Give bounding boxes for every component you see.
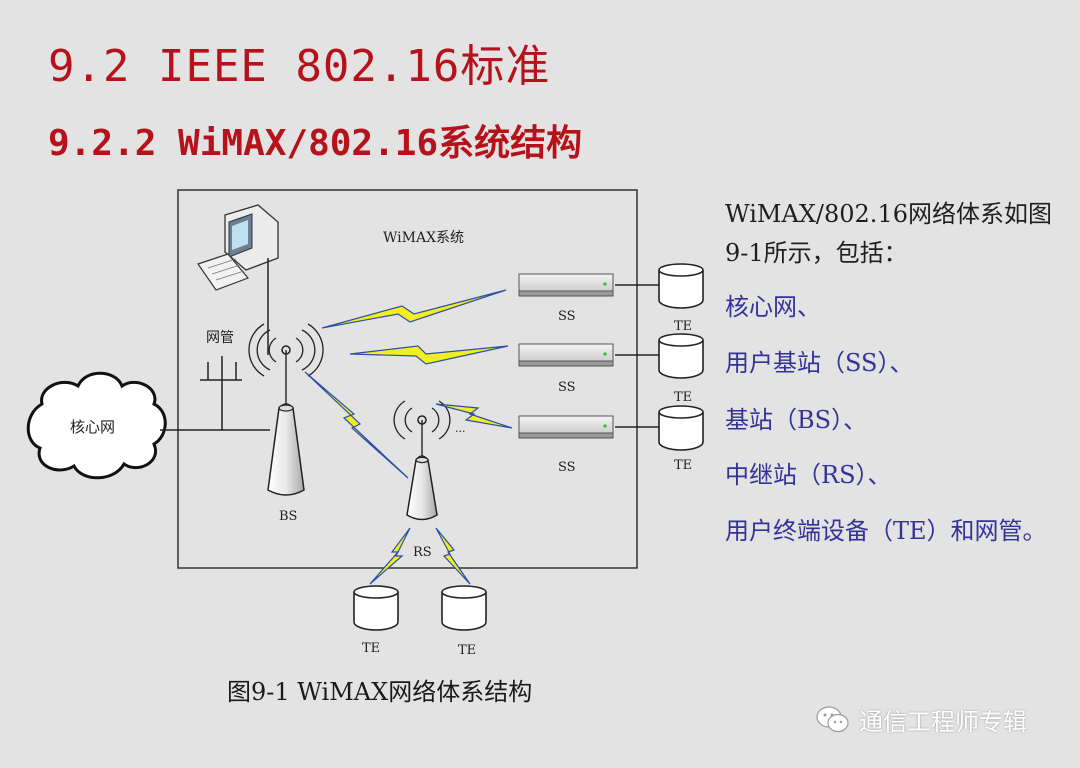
ss-label: SS xyxy=(558,309,576,324)
te-device-icon xyxy=(658,333,704,379)
te-device-icon xyxy=(441,585,487,631)
wireless-link-bs-ss2 xyxy=(349,345,509,365)
wechat-icon xyxy=(816,705,849,732)
ss-device-icon xyxy=(518,343,614,367)
watermark-text: 通信工程师专辑 xyxy=(859,708,1027,736)
core-network-label: 核心网 xyxy=(70,418,115,436)
ellipsis-label: ... xyxy=(455,422,466,435)
figure-caption: 图9-1 WiMAX网络体系结构 xyxy=(227,678,533,706)
te-label: TE xyxy=(362,641,380,656)
ss-device-icon xyxy=(518,273,614,297)
core-network-cloud: 核心网 xyxy=(26,371,167,480)
ss-label: SS xyxy=(558,380,576,395)
section-title: 9.2.2 WiMAX/802.16系统结构 xyxy=(48,123,583,164)
computer-icon xyxy=(197,204,279,291)
ss-label: SS xyxy=(558,460,576,475)
te-device-icon xyxy=(658,263,704,309)
component-item-core: 核心网、 xyxy=(725,293,821,321)
te-device-icon xyxy=(353,585,399,631)
ss-device-icon xyxy=(518,415,614,439)
network-mgmt-bus xyxy=(200,356,242,430)
component-item-bs: 基站（BS）、 xyxy=(725,406,868,434)
wireless-link-bs-ss1 xyxy=(321,289,507,329)
bs-tower-icon xyxy=(248,323,324,496)
wireless-link-rs-te1 xyxy=(369,527,411,585)
te-label: TE xyxy=(674,319,692,334)
component-item-rs: 中继站（RS）、 xyxy=(725,461,892,489)
te-label: TE xyxy=(458,643,476,658)
te-label: TE xyxy=(674,458,692,473)
bs-label: BS xyxy=(279,509,297,524)
network-mgmt-label: 网管 xyxy=(206,330,234,346)
component-item-ss: 用户基站（SS）、 xyxy=(725,349,914,377)
watermark: 通信工程师专辑 xyxy=(815,702,1027,737)
page-title: 9.2 IEEE 802.16标准 xyxy=(48,41,551,92)
wireless-link-rs-te2 xyxy=(435,527,471,585)
te-device-icon xyxy=(658,405,704,451)
description-intro: WiMAX/802.16网络体系如图9-1所示，包括： xyxy=(725,200,1052,267)
component-item-te-mgmt: 用户终端设备（TE）和网管。 xyxy=(725,517,1047,545)
rs-tower-icon xyxy=(393,400,451,521)
wireless-link-rs-ss3 xyxy=(435,403,513,429)
wimax-system-label: WiMAX系统 xyxy=(383,230,464,246)
te-label: TE xyxy=(674,390,692,405)
rs-label: RS xyxy=(413,545,432,560)
wireless-link-bs-rs xyxy=(304,371,409,479)
